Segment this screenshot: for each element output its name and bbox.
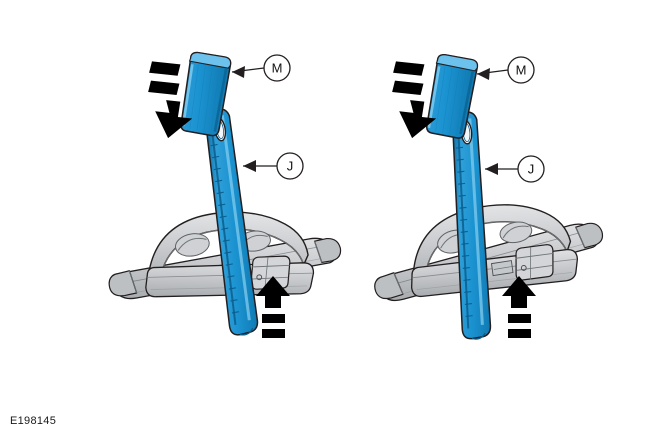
callout-j-right[interactable]: J [485, 155, 545, 183]
callout-label: M [516, 63, 527, 78]
callout-circle [507, 56, 535, 84]
callout-m-right[interactable]: M [476, 56, 535, 84]
figure-id-label: E198145 [10, 415, 57, 427]
callout-circle [263, 54, 291, 82]
callout-label: J [528, 162, 535, 177]
callout-arrowhead [477, 68, 490, 80]
callout-m-left[interactable]: M [231, 54, 291, 82]
callout-arrowhead [232, 66, 245, 78]
callout-arrowhead [485, 163, 498, 175]
callout-circle [276, 152, 304, 180]
callout-arrowhead [243, 160, 256, 172]
right-view: M J [370, 52, 607, 341]
callout-label: M [272, 61, 283, 76]
callout-circle [517, 155, 545, 183]
callout-j-left[interactable]: J [243, 152, 304, 180]
left-view: M J [107, 50, 343, 338]
callout-label: J [287, 159, 294, 174]
